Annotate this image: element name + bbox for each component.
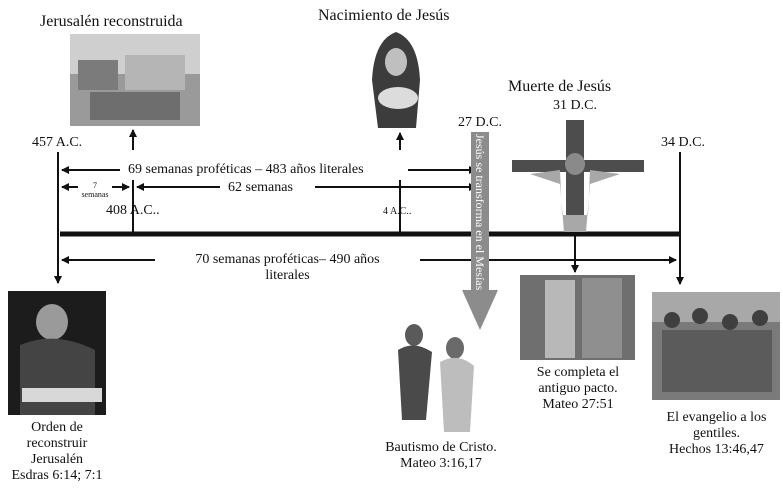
caption-order-line2: reconstruir (26, 436, 88, 452)
event-jesus-birth: Nacimiento de Jesús (318, 7, 450, 24)
span-7-label: 7 semanas (78, 181, 112, 199)
photo-nativity (360, 30, 432, 130)
span-70-label: 70 semanas proféticas– 490 años literale… (160, 252, 415, 284)
span-7-word: semanas (81, 190, 109, 200)
date-31dc: 31 D.C. (553, 98, 597, 113)
caption-gospel-line3: Hechos 13:46,47 (669, 442, 764, 458)
photo-temple-veil (520, 275, 635, 360)
photo-gentiles (652, 292, 780, 400)
caption-gospel-line2: gentiles. (692, 426, 741, 442)
transform-arrow (462, 132, 498, 330)
caption-gospel-line1: El evangelio a los (666, 410, 767, 425)
event-jerusalem-rebuilt: Jerusalén reconstruida (40, 13, 183, 30)
photo-crucifixion (512, 120, 644, 232)
caption-order-line3: Jerusalén (30, 452, 84, 468)
caption-baptism-line2: Mateo 3:16,17 (400, 456, 482, 472)
caption-order-line1: Orden de (31, 420, 83, 435)
event-jesus-death: Muerte de Jesús (508, 78, 612, 95)
date-4ac: 4 A.C.. (383, 206, 412, 217)
photo-jerusalem (70, 34, 200, 126)
span-70-line2: literales (265, 268, 310, 284)
caption-covenant-line2: antiguo pacto. (538, 381, 618, 397)
caption-baptism: Bautismo de Cristo. Mateo 3:16,17 (376, 440, 506, 472)
date-457ac: 457 A.C. (32, 135, 83, 150)
caption-covenant: Se completa el antiguo pacto. Mateo 27:5… (522, 365, 634, 413)
span-69-label: 69 semanas proféticas – 483 años literal… (128, 162, 364, 177)
caption-order: Orden de reconstruir Jerusalén Esdras 6:… (0, 420, 114, 484)
date-27dc: 27 D.C. (458, 115, 502, 130)
photo-baptism (398, 324, 474, 432)
caption-gospel: El evangelio a los gentiles. Hechos 13:4… (650, 410, 783, 458)
caption-covenant-line1: Se completa el (536, 365, 620, 380)
transform-label: Jesús se transforma en el Mesías (473, 134, 487, 291)
caption-baptism-line1: Bautismo de Cristo. (385, 440, 497, 455)
date-408ac: 408 A.C.. (106, 203, 160, 218)
caption-covenant-line3: Mateo 27:51 (542, 397, 614, 413)
caption-order-line4: Esdras 6:14; 7:1 (11, 468, 103, 484)
span-62-label: 62 semanas (228, 180, 293, 195)
date-34dc: 34 D.C. (661, 135, 705, 150)
photo-ezra (8, 291, 106, 415)
span-7-number: 7 (93, 181, 97, 190)
span-70-line1: 70 semanas proféticas– 490 años (195, 252, 380, 267)
